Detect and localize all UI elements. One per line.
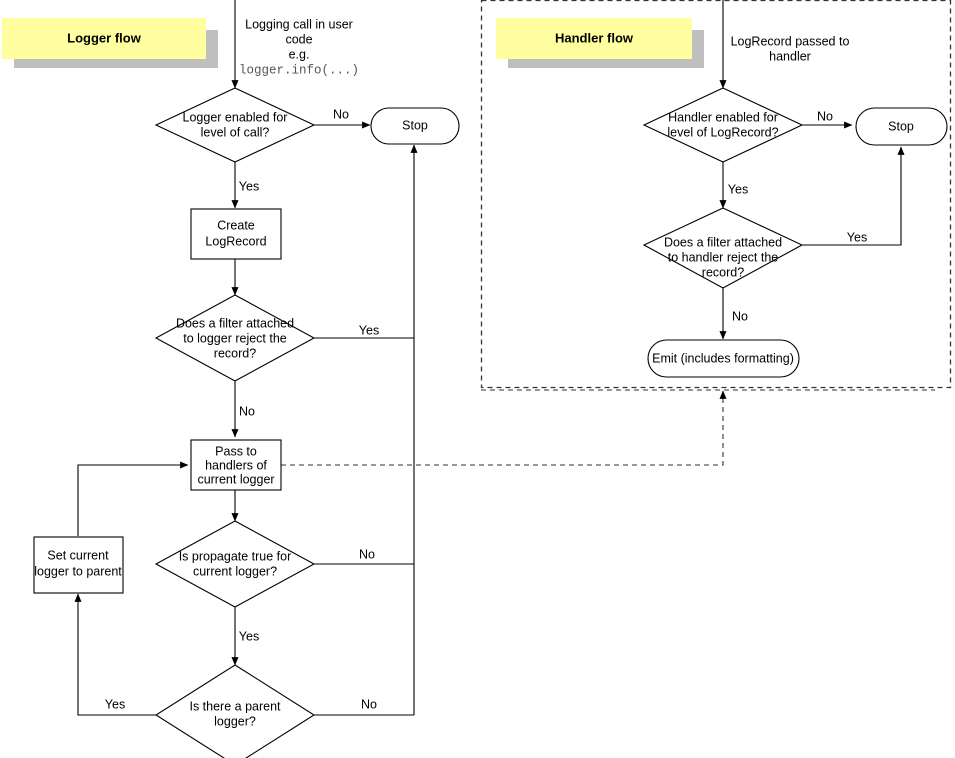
edge-label-has-parent-no: No xyxy=(361,697,377,711)
edge-label-logger-filter-yes: Yes xyxy=(359,323,379,337)
node-is-propagate-true[interactable]: Is propagate true for current logger? xyxy=(154,520,316,608)
edge-label-logger-filter-no: No xyxy=(239,404,255,418)
svg-text:Does a filter attached: Does a filter attached xyxy=(664,235,782,249)
svg-text:to logger reject the: to logger reject the xyxy=(183,331,287,345)
edge-label-propagate-yes: Yes xyxy=(239,629,259,643)
edge-label-handler-enabled-yes: Yes xyxy=(728,182,748,196)
logger-flow-title-label: Logger flow xyxy=(67,30,142,45)
svg-text:level of call?: level of call? xyxy=(201,125,270,139)
edge-label-handler-filter-yes: Yes xyxy=(847,230,867,244)
svg-text:current logger?: current logger? xyxy=(193,564,277,578)
edge-parent-yes-to-set-parent xyxy=(74,593,157,716)
svg-text:Set current: Set current xyxy=(47,548,109,562)
svg-text:Stop: Stop xyxy=(888,119,914,133)
svg-text:logger?: logger? xyxy=(214,714,256,728)
svg-text:current logger: current logger xyxy=(197,472,274,486)
node-create-logrecord[interactable]: Create LogRecord xyxy=(190,208,282,260)
svg-text:Logger enabled for: Logger enabled for xyxy=(183,110,288,124)
handler-flow-group-box xyxy=(480,0,952,389)
svg-text:Logging call in user: Logging call in user xyxy=(245,17,353,31)
edge-handler-filter-yes-to-stop xyxy=(802,146,905,246)
logger-flow-title-box xyxy=(2,18,206,59)
svg-text:Is propagate true for: Is propagate true for xyxy=(179,549,292,563)
svg-text:logger to parent: logger to parent xyxy=(34,564,122,578)
svg-text:level of LogRecord?: level of LogRecord? xyxy=(667,125,778,139)
svg-text:code: code xyxy=(285,32,312,46)
edge-label-propagate-no: No xyxy=(359,547,375,561)
svg-text:LogRecord: LogRecord xyxy=(205,234,266,248)
node-handler-flow-stop[interactable]: Stop xyxy=(855,107,948,146)
node-logger-enabled-for-level[interactable]: Logger enabled for level of call? xyxy=(154,87,316,163)
svg-text:to handler reject the: to handler reject the xyxy=(668,250,779,264)
node-is-there-parent-logger[interactable]: Is there a parent logger? xyxy=(154,664,316,758)
svg-text:Does a filter attached: Does a filter attached xyxy=(176,316,294,330)
edge-label-handler-filter-no: No xyxy=(732,309,748,323)
edge-label-handler-enabled-no: No xyxy=(817,109,833,123)
handler-flow-title-box xyxy=(496,18,692,59)
svg-text:record?: record? xyxy=(702,265,744,279)
logger-flow-entry-caption: Logging call in user code e.g. logger.in… xyxy=(239,17,359,77)
node-logger-filter-reject[interactable]: Does a filter attached to logger reject … xyxy=(154,294,316,382)
svg-text:LogRecord passed to: LogRecord passed to xyxy=(731,34,850,48)
svg-text:Handler enabled for: Handler enabled for xyxy=(668,110,778,124)
node-logger-flow-stop[interactable]: Stop xyxy=(370,107,460,145)
node-set-current-logger-to-parent[interactable]: Set current logger to parent xyxy=(33,536,124,594)
node-handler-enabled-for-level[interactable]: Handler enabled for level of LogRecord? xyxy=(642,87,804,163)
svg-text:Create: Create xyxy=(217,218,255,232)
edge-dashed-pass-to-handler-flow xyxy=(281,390,727,466)
handler-flow-entry-caption: LogRecord passed to handler xyxy=(731,34,850,63)
edge-set-parent-to-pass xyxy=(77,461,189,536)
svg-text:Is there a parent: Is there a parent xyxy=(189,699,281,713)
edge-label-has-parent-yes: Yes xyxy=(105,697,125,711)
svg-text:handlers of: handlers of xyxy=(205,458,267,472)
svg-text:Stop: Stop xyxy=(402,118,428,132)
node-emit-includes-formatting[interactable]: Emit (includes formatting) xyxy=(647,339,800,378)
svg-text:record?: record? xyxy=(214,346,256,360)
handler-flow-title-label: Handler flow xyxy=(555,30,634,45)
edge-label-logger-enabled-yes: Yes xyxy=(239,179,259,193)
svg-text:handler: handler xyxy=(769,49,811,63)
svg-text:logger.info(...): logger.info(...) xyxy=(239,63,359,77)
node-handler-filter-reject[interactable]: Does a filter attached to handler reject… xyxy=(642,207,804,289)
svg-text:Emit (includes formatting): Emit (includes formatting) xyxy=(652,351,794,365)
svg-text:Pass to: Pass to xyxy=(215,444,257,458)
svg-text:e.g.: e.g. xyxy=(289,47,310,61)
node-pass-to-handlers[interactable]: Pass to handlers of current logger xyxy=(190,439,282,491)
edge-label-logger-enabled-no: No xyxy=(333,107,349,121)
